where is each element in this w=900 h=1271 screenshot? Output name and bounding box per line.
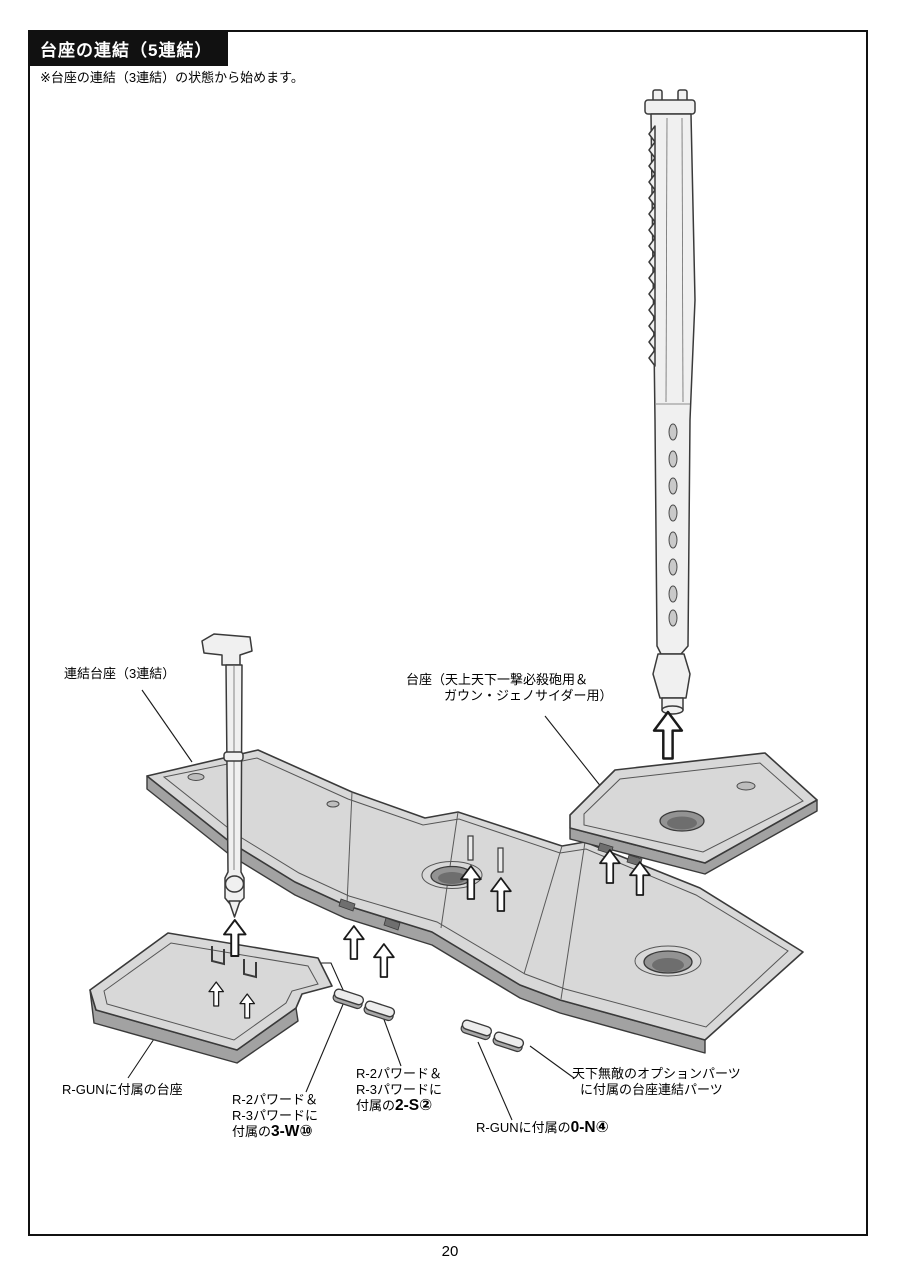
label-part-3w: R-2パワード＆ R-3パワードに 付属の3-W⑩ (232, 1092, 318, 1140)
label-part-3w-num: ⑩ (299, 1123, 313, 1140)
note-text: ※台座の連結（3連結）の状態から始めます。 (40, 70, 304, 85)
section-title: 台座の連結（5連結） (40, 41, 213, 60)
label-option-parts-line1: 天下無敵のオプションパーツ (572, 1066, 741, 1081)
label-part-2s-prefix: 付属の (356, 1098, 396, 1113)
section-header: 台座の連結（5連結） (30, 32, 229, 66)
u-clip-slot (211, 946, 225, 966)
part-2s-capsule (363, 1000, 396, 1022)
label-part-3w-line3: 付属の3-W⑩ (232, 1124, 318, 1140)
label-rgun-base: R-GUNに付属の台座 (62, 1082, 183, 1097)
label-linked-base: 連結台座（3連結） (64, 666, 176, 681)
u-clip-slot (243, 959, 257, 979)
up-arrow-icon (652, 710, 684, 760)
label-part-2s: R-2パワード＆ R-3パワードに 付属の2-S② (356, 1066, 442, 1114)
label-cannon-base-line1: 台座（天上天下一撃必殺砲用＆ (406, 672, 589, 687)
rgun-base-plate (89, 932, 333, 1064)
cannon-base-plate (569, 752, 818, 875)
label-part-2s-line1: R-2パワード＆ (356, 1066, 442, 1081)
label-part-0n: R-GUNに付属の0-N④ (476, 1120, 609, 1136)
up-arrow-icon (343, 925, 365, 960)
label-part-3w-line1: R-2パワード＆ (232, 1092, 318, 1107)
base-peg (497, 847, 504, 873)
label-part-0n-num: ④ (595, 1119, 609, 1136)
tall-support-arm (644, 89, 696, 715)
up-arrow-icon (373, 943, 395, 978)
part-0n-capsule (460, 1019, 493, 1041)
label-cannon-base-line2: ガウン・ジェノサイダー用） (444, 688, 613, 703)
label-cannon-base: 台座（天上天下一撃必殺砲用＆ ガウン・ジェノサイダー用） (406, 672, 612, 704)
label-option-parts: 天下無敵のオプションパーツ に付属の台座連結パーツ (572, 1066, 741, 1098)
label-part-2s-num: ② (419, 1097, 433, 1114)
label-part-2s-line3: 付属の2-S② (356, 1098, 442, 1114)
part-3w-capsule (332, 988, 365, 1010)
short-support-arm (201, 633, 253, 918)
label-part-3w-line2: R-3パワードに (232, 1108, 318, 1123)
ratchet-teeth (648, 125, 656, 367)
label-part-3w-code: 3-W (271, 1123, 300, 1140)
label-part-3w-prefix: 付属の (232, 1124, 272, 1139)
label-part-2s-code: 2-S (395, 1097, 420, 1114)
option-connector-capsule (492, 1031, 525, 1053)
label-part-2s-line2: R-3パワードに (356, 1082, 442, 1097)
page-border (28, 30, 868, 1236)
label-part-0n-code: 0-N (570, 1119, 596, 1136)
page-number: 20 (441, 1243, 459, 1260)
base-peg (467, 835, 474, 861)
label-part-0n-prefix: R-GUNに付属の (476, 1120, 571, 1135)
label-option-parts-line2: に付属の台座連結パーツ (580, 1082, 723, 1097)
